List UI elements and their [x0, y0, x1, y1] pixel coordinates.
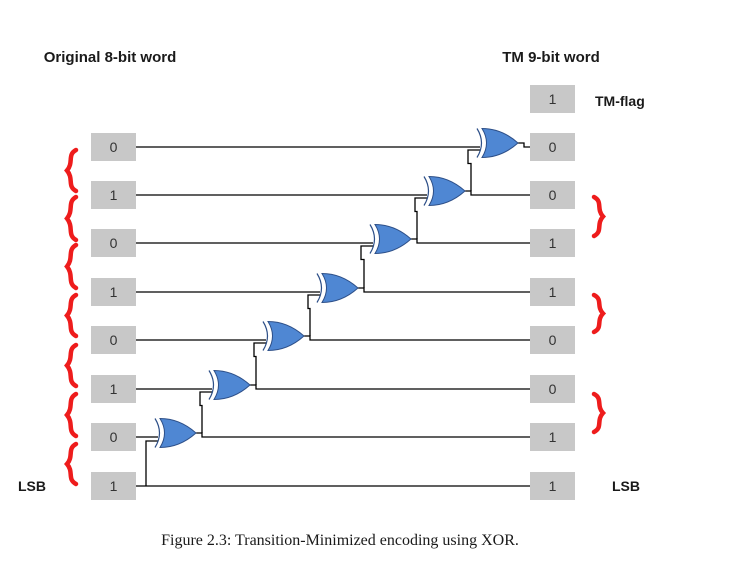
xor-gates [154, 127, 519, 449]
input-bit-box-value: 0 [110, 332, 118, 348]
wire [307, 294, 320, 336]
xor-gate-icon [481, 127, 519, 159]
output-bit-box [530, 133, 575, 161]
wire [304, 335, 530, 341]
input-bit-box [91, 278, 136, 306]
input-bit-box-value: 0 [110, 429, 118, 445]
output-bit-box [530, 423, 575, 451]
wires [136, 142, 530, 487]
input-bit-box [91, 375, 136, 403]
xor-gate-icon [321, 272, 359, 304]
curly-bracket-icon [64, 342, 79, 389]
wire [411, 238, 530, 244]
output-bit-box [530, 181, 575, 209]
curly-bracket-icon [64, 441, 79, 487]
output-bit-box-value: 0 [549, 381, 557, 397]
xor-gate-input-arc [423, 176, 430, 206]
wire [253, 342, 266, 385]
wire [196, 432, 530, 438]
input-bit-box-value: 1 [110, 284, 118, 300]
xor-gate-icon [374, 223, 412, 255]
tm-flag-box-value: 1 [549, 91, 557, 107]
curly-bracket-icon [64, 147, 79, 194]
output-bit-box [530, 326, 575, 354]
xor-gate-icon [159, 417, 197, 449]
output-bit-box-value: 1 [549, 478, 557, 494]
wire [199, 391, 212, 433]
curly-bracket-icon [64, 194, 79, 243]
xor-gate-input-arc [369, 224, 376, 254]
output-bit-box-value: 0 [549, 187, 557, 203]
output-bit-box-value: 1 [549, 284, 557, 300]
output-bit-box [530, 229, 575, 257]
output-bit-box [530, 375, 575, 403]
input-bit-box [91, 423, 136, 451]
lsb-right-label: LSB [612, 478, 640, 494]
wire [250, 384, 530, 390]
xor-gate-input-arc [316, 273, 323, 303]
input-bit-box-value: 1 [110, 478, 118, 494]
input-bit-box [91, 326, 136, 354]
lsb-left-label: LSB [18, 478, 46, 494]
output-bit-box [530, 472, 575, 500]
tm-flag-box [530, 85, 575, 113]
xor-gate-input-arc [154, 418, 161, 448]
figure-caption: Figure 2.3: Transition-Minimized encodin… [161, 532, 519, 549]
output-bit-box [530, 278, 575, 306]
output-bit-box-value: 1 [549, 235, 557, 251]
tm-flag-label: TM-flag [595, 93, 645, 109]
input-bit-box-value: 0 [110, 235, 118, 251]
input-bit-box [91, 472, 136, 500]
wire [467, 149, 480, 191]
input-bit-box [91, 229, 136, 257]
input-bit-box-value: 1 [110, 187, 118, 203]
bit-boxes: 0 1 0 1 0 1 0 1 1 0 0 1 1 0 0 1 1 [91, 85, 575, 500]
wire [465, 190, 530, 196]
transition-brackets [64, 147, 607, 487]
curly-bracket-icon [591, 194, 607, 239]
xor-gate-input-arc [208, 370, 215, 400]
curly-bracket-icon [591, 391, 607, 435]
curly-bracket-icon [591, 292, 607, 335]
input-bit-box [91, 181, 136, 209]
input-bit-box [91, 133, 136, 161]
xor-gate-icon [428, 175, 466, 207]
xor-gate-icon [267, 320, 305, 352]
curly-bracket-icon [64, 391, 79, 439]
wire [358, 287, 530, 293]
curly-bracket-icon [64, 292, 79, 339]
wire [414, 197, 427, 239]
output-bit-box-value: 0 [549, 139, 557, 155]
wire [360, 245, 373, 288]
xor-gate-input-arc [262, 321, 269, 351]
xor-gate-input-arc [476, 128, 483, 158]
output-bit-box-value: 1 [549, 429, 557, 445]
wire [145, 440, 158, 486]
wire [518, 142, 530, 148]
curly-bracket-icon [64, 242, 79, 291]
input-bit-box-value: 1 [110, 381, 118, 397]
xor-gate-icon [213, 369, 251, 401]
input-word-heading: Original 8-bit word [44, 49, 177, 66]
input-bit-box-value: 0 [110, 139, 118, 155]
output-word-heading: TM 9-bit word [502, 49, 600, 66]
output-bit-box-value: 0 [549, 332, 557, 348]
